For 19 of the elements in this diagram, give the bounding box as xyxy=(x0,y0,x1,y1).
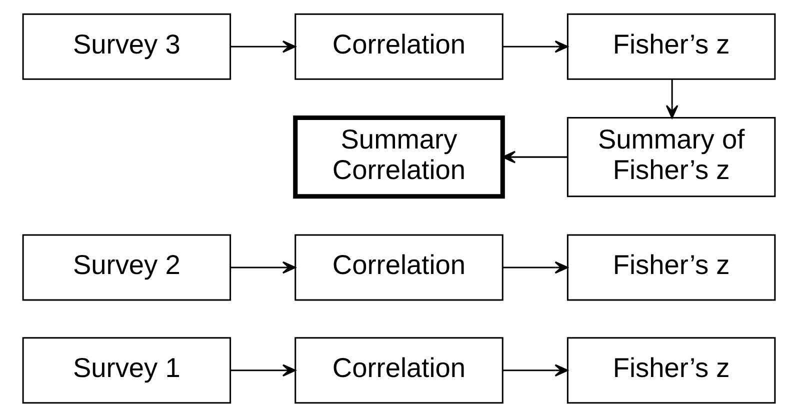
node-box: Survey 2 xyxy=(22,234,232,301)
node-box: Fisher’s z xyxy=(566,234,776,301)
arrow xyxy=(502,364,568,377)
node-box: Correlation xyxy=(294,337,504,404)
node-box: Summary of Fisher’s z xyxy=(566,116,776,198)
arrow xyxy=(666,79,678,118)
arrow xyxy=(230,40,296,53)
node-box: Fisher’s z xyxy=(566,337,776,404)
arrow xyxy=(502,150,568,164)
node-box: Survey 1 xyxy=(22,337,232,404)
node-box: Fisher’s z xyxy=(566,13,776,80)
node-box: Correlation xyxy=(294,234,504,301)
arrow xyxy=(502,40,568,53)
arrow xyxy=(230,364,296,377)
arrow xyxy=(502,261,568,274)
node-box: Correlation xyxy=(294,13,504,80)
node-box: Survey 3 xyxy=(22,13,232,80)
arrow xyxy=(230,261,296,274)
node-box: Summary Correlation xyxy=(293,115,505,199)
